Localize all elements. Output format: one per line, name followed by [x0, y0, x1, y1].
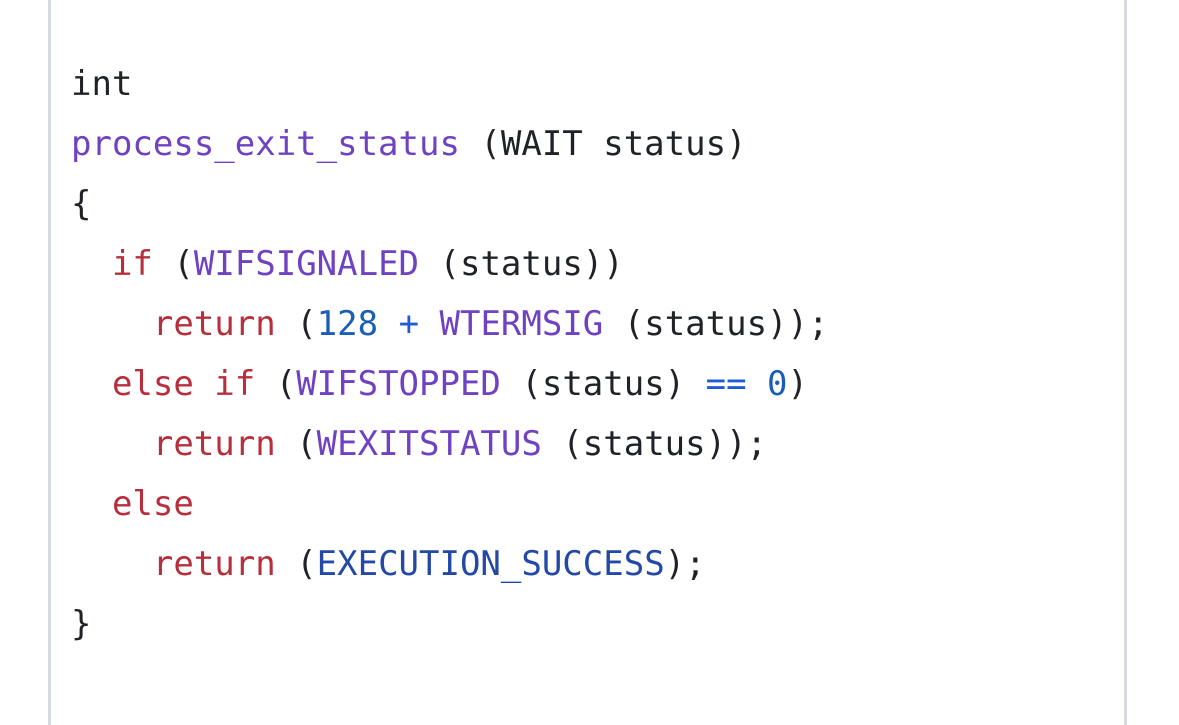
code-token-plain: (status)) — [419, 244, 624, 284]
code-token-fn: WEXITSTATUS — [316, 424, 542, 464]
code-token-plain — [71, 424, 153, 464]
code-token-kw: else if — [111, 364, 256, 404]
code-token-plain: ); — [664, 544, 706, 584]
code-token-plain — [747, 364, 767, 404]
code-token-op: + — [378, 304, 440, 344]
code-token-fn: process_exit_status — [71, 124, 460, 164]
code-line: { — [71, 174, 828, 234]
code-token-plain: ( — [275, 544, 317, 584]
code-token-kw: return — [152, 424, 276, 464]
code-line: } — [71, 594, 828, 654]
code-token-plain: (status)); — [541, 424, 768, 464]
code-token-kw: else — [111, 484, 194, 524]
code-line: return (WEXITSTATUS (status)); — [71, 414, 828, 474]
code-token-op: == — [705, 364, 747, 404]
code-token-plain: ( — [152, 244, 194, 284]
code-line: return (EXECUTION_SUCCESS); — [71, 534, 828, 594]
code-token-plain: (WAIT status) — [459, 124, 747, 164]
code-token-plain: (status) — [500, 364, 706, 404]
code-token-plain — [71, 544, 153, 584]
code-token-kw: if — [111, 244, 153, 284]
code-line: else — [71, 474, 828, 534]
code-token-fn: WIFSIGNALED — [193, 244, 420, 284]
code-token-plain: ( — [275, 424, 317, 464]
code-token-num: 128 — [316, 304, 379, 344]
code-line: return (128 + WTERMSIG (status)); — [71, 294, 829, 354]
code-token-plain: } — [71, 604, 92, 644]
code-token-num: 0 — [767, 364, 788, 404]
code-token-plain — [71, 244, 112, 284]
code-token-plain: (status)); — [603, 304, 829, 344]
code-block: int process_exit_status (WAIT status) { if… — [48, 0, 1127, 725]
code-line: if (WIFSIGNALED (status)) — [71, 234, 828, 294]
code-token-plain: ( — [275, 304, 317, 344]
code-token-plain — [71, 364, 112, 404]
code-token-kw: return — [152, 304, 276, 344]
code-token-plain — [71, 484, 112, 524]
code-token-const: EXECUTION_SUCCESS — [316, 544, 665, 584]
code-token-kw: return — [152, 544, 276, 584]
code-line: process_exit_status (WAIT status) — [71, 114, 828, 174]
code-line: int — [71, 54, 828, 114]
code-token-fn: WIFSTOPPED — [296, 364, 501, 404]
code-token-plain: ) — [787, 364, 809, 404]
code-token-plain: int — [71, 64, 133, 104]
code-token-plain: ( — [255, 364, 297, 404]
code-line: else if (WIFSTOPPED (status) == 0) — [71, 354, 828, 414]
code-token-plain — [71, 304, 153, 344]
code-token-fn: WTERMSIG — [439, 304, 604, 344]
code-listing: int process_exit_status (WAIT status) { if… — [71, 54, 828, 654]
code-token-plain: { — [71, 184, 92, 224]
